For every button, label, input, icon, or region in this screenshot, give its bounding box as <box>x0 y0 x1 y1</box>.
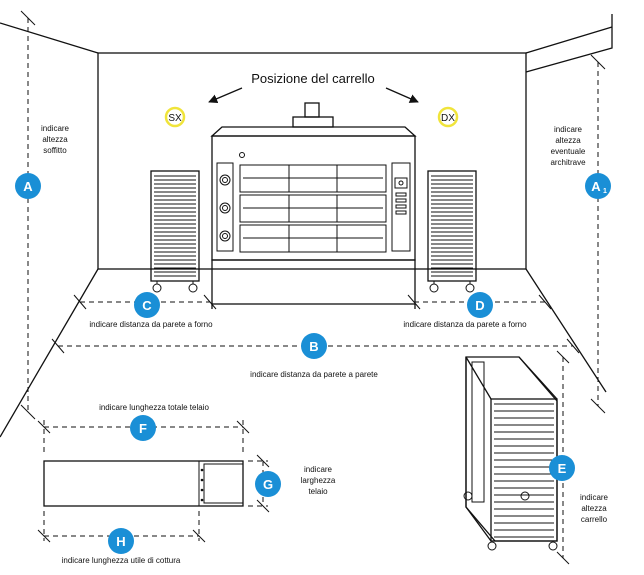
diagram-title: Posizione del carrello <box>251 71 375 86</box>
wheel-icon <box>188 283 198 293</box>
svg-text:indicare: indicare <box>554 125 583 134</box>
cart-tall <box>463 356 558 551</box>
badge-e: E <box>549 455 575 481</box>
oven-chambers <box>239 164 387 253</box>
wheel-icon <box>152 283 162 293</box>
dimension-h <box>37 511 206 543</box>
dial-icon <box>219 174 231 186</box>
wheel-icon <box>548 541 558 551</box>
svg-text:altezza: altezza <box>42 135 68 144</box>
wheel-icon <box>463 491 473 501</box>
frame-plan <box>43 460 244 507</box>
label-h: indicare lunghezza utile di cottura <box>62 556 181 565</box>
cart-right-frame <box>427 170 477 282</box>
badge-h: H <box>108 528 134 554</box>
oven-vent <box>304 102 320 118</box>
label-a: indicare altezza soffitto <box>41 124 70 155</box>
badge-a: A <box>15 173 41 199</box>
svg-text:architrave: architrave <box>550 158 586 167</box>
label-g: indicare larghezza telaio <box>301 465 336 496</box>
svg-text:1: 1 <box>603 188 607 195</box>
label-a1: indicare altezza eventuale architrave <box>550 125 586 167</box>
svg-text:E: E <box>558 461 567 476</box>
position-dx: DX <box>437 106 459 128</box>
arrow-left-icon <box>208 87 243 103</box>
position-sx-label: SX <box>168 113 182 124</box>
svg-text:G: G <box>263 477 273 492</box>
dimension-a1 <box>590 54 606 414</box>
label-d: indicare distanza da parete a forno <box>403 320 527 329</box>
oven-top <box>210 126 417 137</box>
oven <box>210 102 417 309</box>
cart-right <box>427 170 477 293</box>
oven-body <box>211 135 416 261</box>
position-sx: SX <box>164 106 186 128</box>
svg-text:indicare: indicare <box>41 124 70 133</box>
svg-text:H: H <box>116 534 125 549</box>
svg-text:indicare: indicare <box>580 493 609 502</box>
display-icon <box>394 177 408 189</box>
cart-left-frame <box>150 170 200 282</box>
position-dx-label: DX <box>441 113 455 124</box>
svg-text:larghezza: larghezza <box>301 476 336 485</box>
architrave <box>525 14 613 73</box>
svg-text:indicare: indicare <box>304 465 333 474</box>
svg-text:F: F <box>139 421 147 436</box>
dial-icon <box>219 202 231 214</box>
svg-text:carrello: carrello <box>581 515 608 524</box>
ceiling-edge-right <box>525 26 613 54</box>
dial-icon <box>219 230 231 242</box>
badge-c: C <box>134 292 160 318</box>
svg-text:B: B <box>309 339 318 354</box>
wheel-icon <box>465 283 475 293</box>
wheel-icon <box>429 283 439 293</box>
room-outline <box>0 14 613 438</box>
badge-f: F <box>130 415 156 441</box>
oven-left-panel <box>216 162 234 252</box>
wheel-icon <box>520 491 530 501</box>
svg-text:A: A <box>591 179 601 194</box>
dimension-a <box>20 10 36 420</box>
label-e: indicare altezza carrello <box>580 493 609 524</box>
frame-outline <box>43 460 244 507</box>
floor-edge-right <box>525 268 607 393</box>
svg-text:eventuale: eventuale <box>551 147 586 156</box>
oven-control-panel <box>391 162 411 252</box>
back-wall <box>97 52 527 270</box>
oven-vent-base <box>292 116 334 128</box>
badge-a1: A 1 <box>585 173 611 199</box>
label-c: indicare distanza da parete a forno <box>89 320 213 329</box>
oven-base <box>211 259 416 305</box>
cart-tall-front <box>490 398 558 542</box>
badge-b: B <box>301 333 327 359</box>
floor-edge-left <box>0 268 99 438</box>
wheel-icon <box>487 541 497 551</box>
label-f: indicare lunghezza totale telaio <box>99 403 209 412</box>
label-b: indicare distanza da parete a parete <box>250 370 378 379</box>
svg-text:altezza: altezza <box>581 504 607 513</box>
badge-g: G <box>255 471 281 497</box>
badge-d: D <box>467 292 493 318</box>
ceiling-edge-left <box>0 22 99 54</box>
arrow-right-icon <box>385 87 419 103</box>
svg-text:soffitto: soffitto <box>43 146 67 155</box>
cart-left <box>150 170 200 293</box>
svg-text:C: C <box>142 298 152 313</box>
oven-indicator <box>239 152 245 158</box>
svg-text:D: D <box>475 298 484 313</box>
dimension-b <box>51 338 580 354</box>
svg-text:A: A <box>23 179 33 194</box>
svg-text:telaio: telaio <box>308 487 328 496</box>
svg-text:altezza: altezza <box>555 136 581 145</box>
